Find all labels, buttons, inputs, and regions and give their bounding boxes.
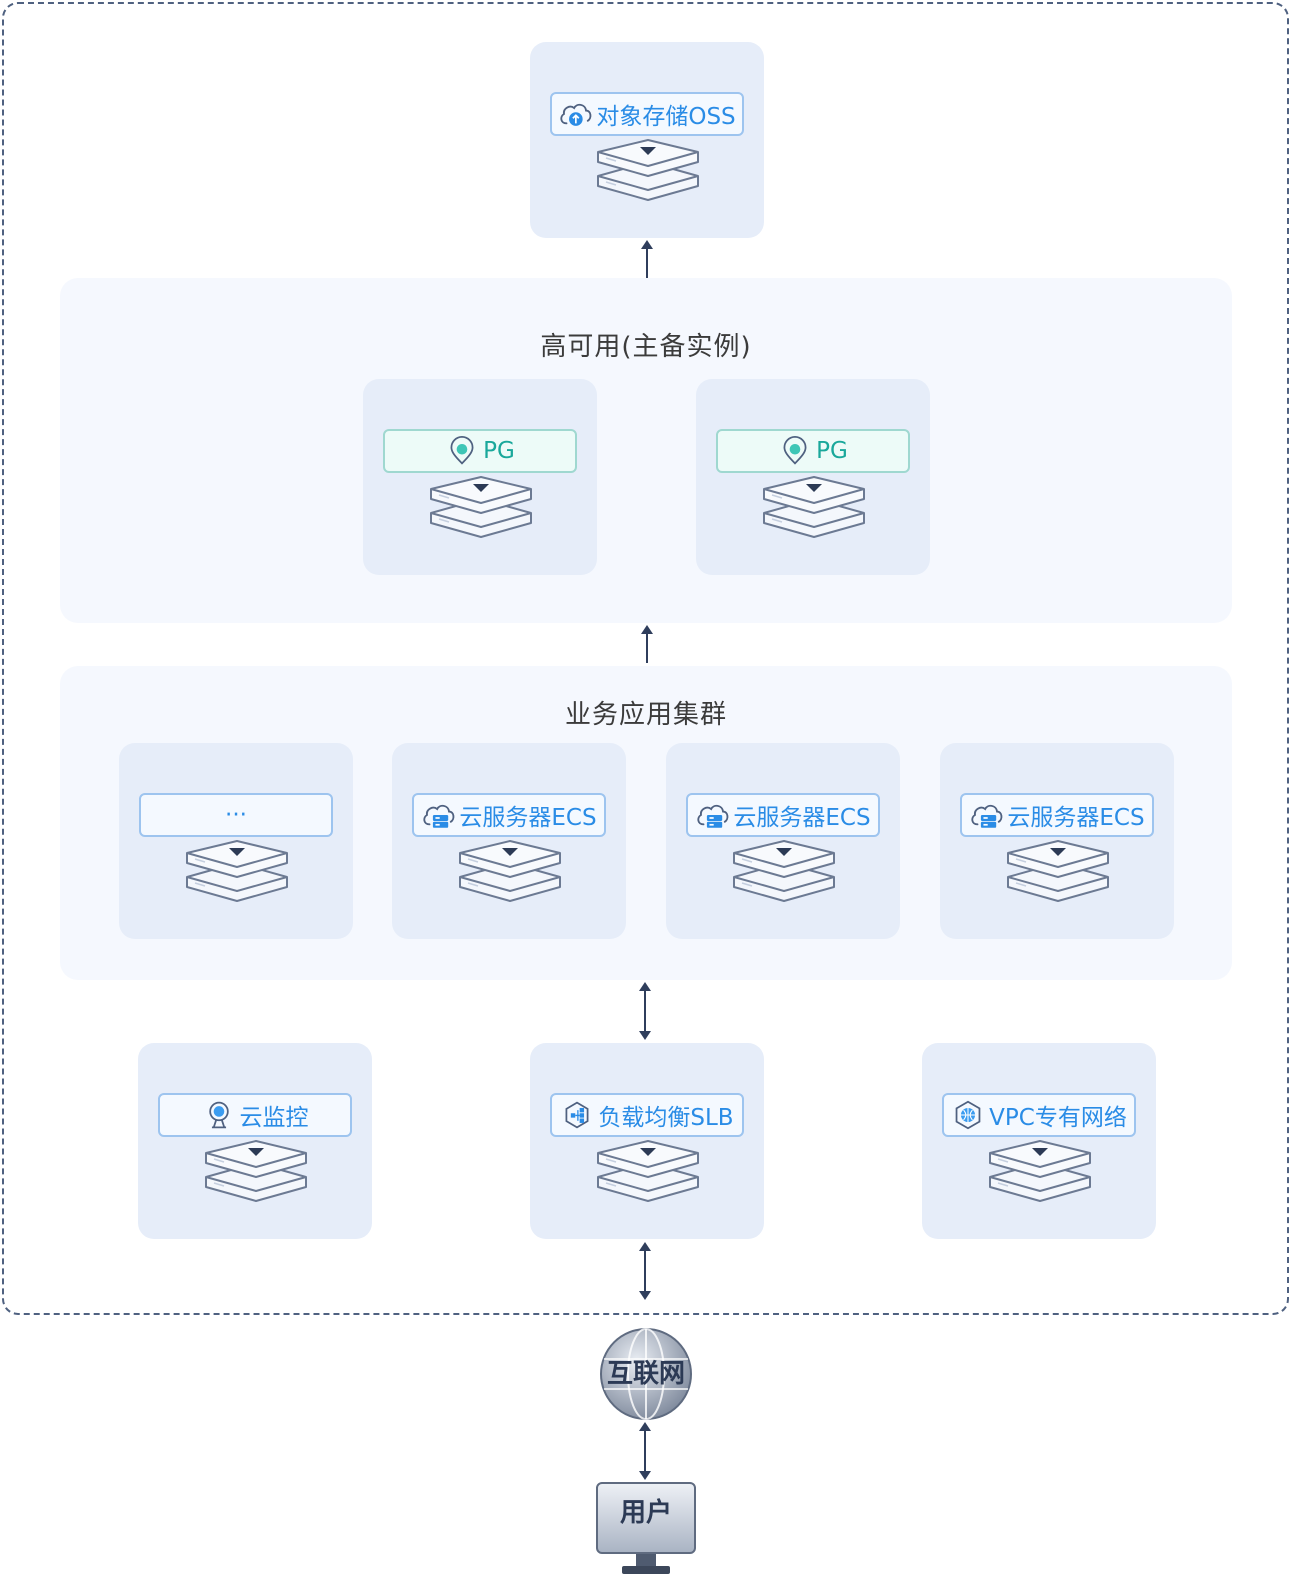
ecs-label: 云服务器ECS (1007, 805, 1145, 831)
more-label: ··· (225, 802, 247, 828)
pg-label: PG (483, 438, 515, 464)
cloud-upload-icon (558, 99, 592, 126)
slb-label: 负载均衡SLB (598, 1105, 734, 1131)
ecs-card[interactable]: 云服务器ECS (392, 743, 626, 939)
ecs-label-box: 云服务器ECS (960, 793, 1154, 837)
ecs-card[interactable]: 云服务器ECS (666, 743, 900, 939)
arrow-internet-slb (639, 1242, 651, 1300)
ecs-label: 云服务器ECS (459, 805, 597, 831)
slb-card[interactable]: 负载均衡SLB (530, 1043, 764, 1239)
vpc-label-box: VPC专有网络 (942, 1093, 1136, 1137)
pg-label-box: PG (716, 429, 910, 473)
cloud-server-icon (695, 800, 729, 828)
app-node-more[interactable]: ··· (119, 743, 353, 939)
globe-icon (600, 1328, 692, 1420)
arrow-slb-app (639, 982, 651, 1040)
computer-monitor-icon (596, 1482, 696, 1574)
server-stack-icon (458, 839, 562, 903)
slb-label-box: 负载均衡SLB (550, 1093, 744, 1137)
arrow-app-to-ha (641, 625, 653, 663)
oss-label: 对象存储OSS (596, 104, 736, 130)
monitor-label: 云监控 (239, 1105, 309, 1131)
camera-monitor-icon (208, 1101, 229, 1129)
internet-node[interactable]: 互联网 (599, 1327, 693, 1421)
server-stack-icon (732, 839, 836, 903)
app-cluster-title: 业务应用集群 (564, 700, 727, 730)
pg-label: PG (816, 438, 848, 464)
oss-label-box: 对象存储OSS (550, 92, 744, 136)
ecs-label-box: 云服务器ECS (686, 793, 880, 837)
server-stack-icon (185, 839, 289, 903)
ecs-label: 云服务器ECS (733, 805, 871, 831)
deployment-boundary (2, 2, 1289, 1315)
more-label-box: ··· (139, 793, 333, 837)
arrow-ha-to-oss (641, 240, 653, 278)
server-stack-icon (1006, 839, 1110, 903)
server-stack-icon (429, 475, 533, 539)
pg-label-box: PG (383, 429, 577, 473)
server-stack-icon (762, 475, 866, 539)
vpc-label: VPC专有网络 (989, 1105, 1127, 1131)
load-balancer-icon (565, 1101, 589, 1129)
pg-card-standby[interactable]: PG (696, 379, 930, 575)
server-stack-icon (596, 138, 700, 202)
pg-card-primary[interactable]: PG (363, 379, 597, 575)
globe-network-icon (955, 1100, 981, 1130)
cloud-server-icon (421, 800, 455, 828)
server-stack-icon (988, 1139, 1092, 1203)
monitor-card[interactable]: 云监控 (138, 1043, 372, 1239)
user-label: 用户 (619, 1498, 672, 1528)
server-stack-icon (204, 1139, 308, 1203)
cloud-server-icon (969, 800, 1003, 828)
server-stack-icon (596, 1139, 700, 1203)
monitor-label-box: 云监控 (158, 1093, 352, 1137)
ecs-label-box: 云服务器ECS (412, 793, 606, 837)
user-node[interactable]: 用户 (596, 1482, 696, 1592)
database-pin-icon (450, 436, 474, 465)
database-pin-icon (783, 436, 807, 465)
vpc-card[interactable]: VPC专有网络 (922, 1043, 1156, 1239)
arrow-user-internet (639, 1422, 651, 1480)
ecs-card[interactable]: 云服务器ECS (940, 743, 1174, 939)
ha-group-title: 高可用(主备实例) (540, 332, 752, 362)
internet-label: 互联网 (606, 1359, 685, 1389)
ha-group: 高可用(主备实例) (60, 278, 1232, 623)
oss-card[interactable]: 对象存储OSS (530, 42, 764, 238)
